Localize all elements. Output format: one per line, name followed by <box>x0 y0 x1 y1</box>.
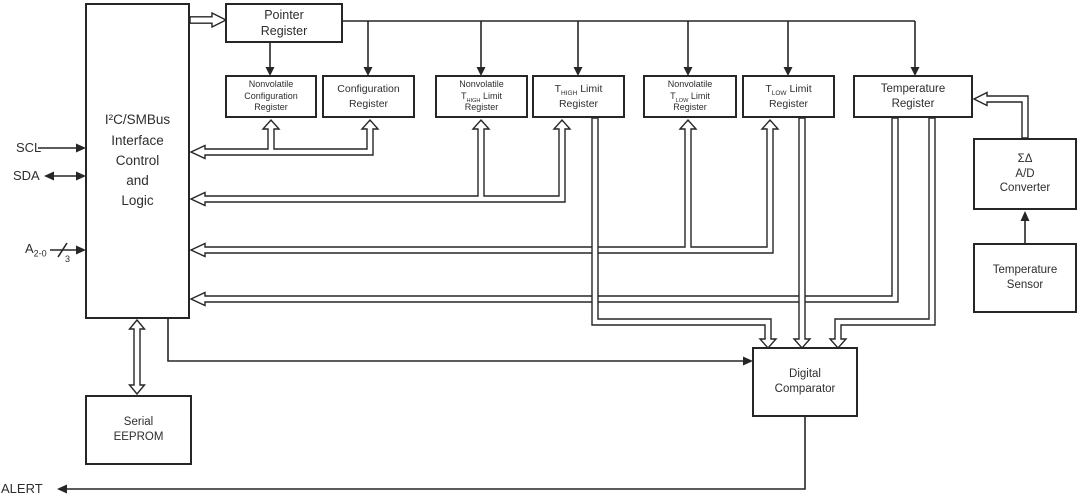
wire-comparator-to-alert <box>66 417 806 490</box>
bus-i2c-config-registers <box>189 118 380 160</box>
arrowhead-pointer-nvconfig <box>265 67 275 76</box>
arrowhead-pointer-nvtlow <box>683 67 693 76</box>
bus-i2c-tlow-registers <box>189 118 780 258</box>
arrowhead-pointer-tlow <box>783 67 793 76</box>
arrowhead-pointer-tempreg <box>910 67 920 76</box>
bus-thigh-to-comparator <box>591 117 778 350</box>
bus-tlow-to-comparator <box>792 117 812 350</box>
pin-label-addr: A2-0 <box>25 241 47 259</box>
arrowhead-i2c-comparator <box>743 356 753 366</box>
bus-i2c-eeprom <box>128 318 146 396</box>
bus-width-label: 3 <box>65 254 71 264</box>
arrowhead-pointer-config <box>363 67 373 76</box>
arrowhead-alert <box>57 484 67 494</box>
arrowhead-pointer-nvthigh <box>476 67 486 76</box>
arrowhead-sda-left <box>44 171 54 181</box>
arrowhead-addr <box>76 245 86 255</box>
arrowhead-sda-right <box>76 171 86 181</box>
arrowhead-scl <box>76 143 86 153</box>
arrowhead-sensor-adc <box>1020 211 1030 221</box>
bus-width-slash <box>57 242 68 258</box>
bus-tempreg-to-i2c <box>189 117 899 307</box>
arrowhead-pointer-thigh <box>573 67 583 76</box>
pin-label-sda: SDA <box>13 168 40 183</box>
bus-i2c-to-pointer <box>189 11 228 29</box>
wire-i2c-to-comparator <box>167 319 744 362</box>
bus-i2c-thigh-registers <box>189 118 572 207</box>
bus-tempreg-to-comparator <box>828 117 936 350</box>
pin-label-alert: ALERT <box>1 481 43 496</box>
pin-label-scl: SCL <box>16 140 42 155</box>
bus-adc-to-tempreg <box>972 91 1029 139</box>
pin-label-addr-subscript: 2-0 <box>33 248 47 259</box>
